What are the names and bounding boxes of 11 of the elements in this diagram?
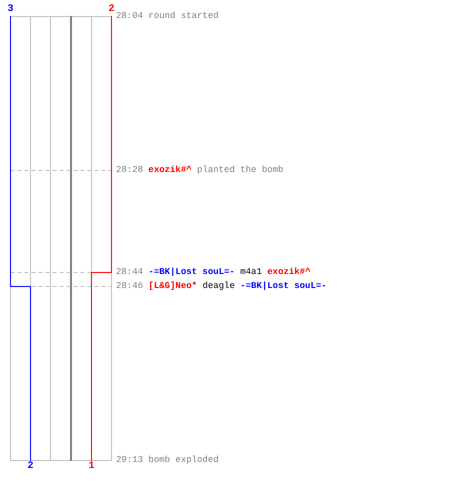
player-count-line [91,16,112,462]
event-log-entry: 29:13 bomb exploded [116,454,219,466]
event-log-entry: 28:44 -=BK|Lost souL=- m4a1 exozik#^ [116,266,310,278]
event-log-entry: 28:28 exozik#^ planted the bomb [116,164,284,176]
player-count-number: 2 [26,461,34,473]
player-count-number: 2 [108,4,116,16]
player-count-number: 1 [88,461,96,473]
player-count-line [10,16,31,462]
event-log-entry: 28:46 [L&G]Neo* deagle -=BK|Lost souL=- [116,280,327,292]
event-log-entry: 28:04 round started [116,10,219,22]
player-count-number: 3 [6,4,14,16]
